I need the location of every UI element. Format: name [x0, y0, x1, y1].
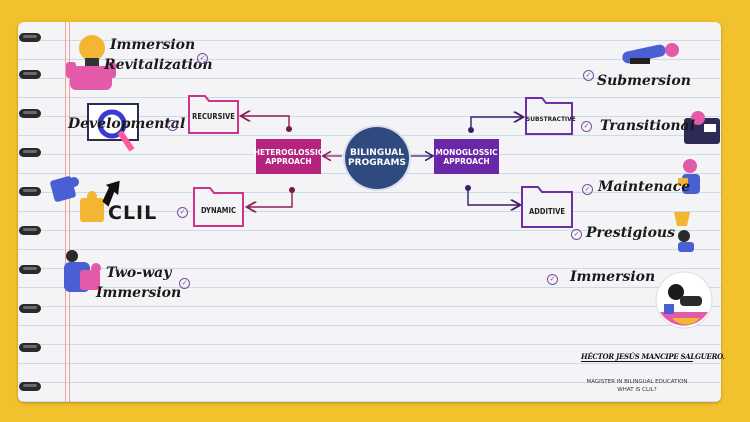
folder-subtractive-label: SUBSTRACTIVE [526, 115, 576, 123]
connector-subtractive [470, 117, 522, 130]
check-icon: ✓ [581, 121, 592, 132]
check-icon: ✓ [179, 278, 190, 289]
check-icon: ✓ [583, 70, 594, 81]
program-submersion: Submersion [597, 73, 691, 89]
person-with-card-icon [684, 111, 720, 144]
spiral-ring [19, 265, 41, 274]
program-immersion: Immersion [110, 37, 196, 53]
connector-recursive [242, 116, 290, 129]
check-icon: ✓ [167, 120, 178, 131]
reading-person-icon [678, 159, 700, 194]
connector-additive [467, 188, 519, 205]
program-prestigious: Prestigious [586, 225, 675, 241]
spiral-ring [19, 33, 41, 42]
program-revitalization: Revitalization [104, 57, 213, 73]
folder-dynamic-label: DYNAMIC [201, 206, 236, 215]
immersion-person-icon [655, 271, 713, 329]
spiral-ring [19, 304, 41, 313]
folder-additive [521, 186, 573, 228]
margin-line [65, 22, 66, 402]
folder-recursive-label: RECURSIVE [192, 112, 235, 121]
center-label: BILINGUAL PROGRAMS [348, 148, 406, 168]
notebook-paper [18, 22, 721, 402]
spiral-ring [19, 109, 41, 118]
check-icon: ✓ [197, 53, 208, 64]
check-icon: ✓ [571, 229, 582, 240]
two-way-puzzle-person-icon [64, 250, 101, 292]
check-icon: ✓ [547, 274, 558, 285]
puzzle-pieces-icon [50, 176, 120, 222]
program-two-way-immersion: Immersion [96, 285, 182, 301]
folder-subtractive [525, 97, 573, 135]
trophy-person-icon [674, 212, 694, 252]
monoglossic-approach-box: MONOGLOSSIC APPROACH [434, 139, 499, 174]
spiral-ring [19, 343, 41, 352]
folder-recursive [188, 95, 239, 134]
program-clil: CLIL [108, 202, 158, 224]
bilingual-programs-circle: BILINGUAL PROGRAMS [343, 125, 411, 191]
spiral-ring [19, 187, 41, 196]
spiral-ring [19, 226, 41, 235]
program-developmental: Developmental [68, 116, 186, 132]
connector-dynamic [248, 190, 293, 207]
check-icon: ✓ [582, 184, 593, 195]
margin-line [69, 22, 70, 402]
program-transitional: Transitional [600, 118, 695, 134]
author-subtitle: WHAT IS CLIL? [617, 387, 657, 393]
program-immersion-right: Immersion [570, 269, 656, 285]
swimmer-person-icon [622, 43, 679, 64]
author-name: HÉCTOR JESÚS MANCIPE SALGUERO. [581, 352, 725, 362]
program-maintenance: Maintenace [598, 179, 691, 195]
heteroglossic-approach-box: HETEROGLOSSIC APPROACH [254, 139, 323, 174]
author-title: MAGISTER IN BILINGUAL EDUCATION [586, 379, 688, 385]
folder-dynamic [193, 187, 244, 227]
check-icon: ✓ [177, 207, 188, 218]
lightbulb-person-icon [66, 35, 116, 90]
spiral-ring [19, 148, 41, 157]
program-two-way: Two-way [106, 265, 172, 281]
spiral-ring [19, 382, 41, 391]
spiral-ring [19, 70, 41, 79]
folder-additive-label: ADDITIVE [529, 207, 565, 216]
magnifier-icon [87, 103, 139, 152]
